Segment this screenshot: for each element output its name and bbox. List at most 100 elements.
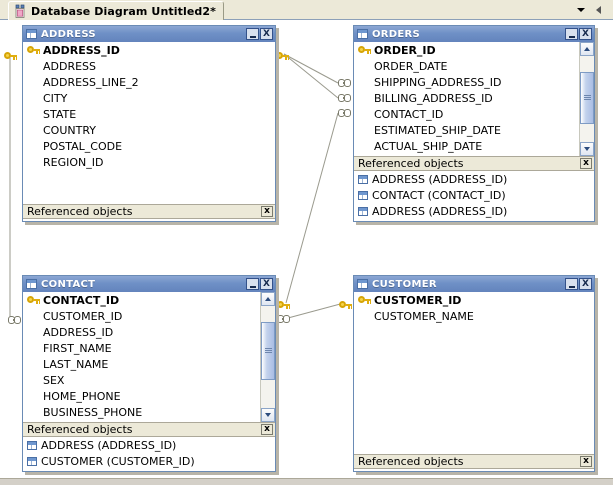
column-row[interactable]: SEX <box>23 372 275 388</box>
column-row[interactable]: POSTAL_CODE <box>23 138 275 154</box>
column-name: HOME_PHONE <box>43 389 121 403</box>
referenced-object-item[interactable]: ADDRESS (ADDRESS_ID) <box>23 437 275 453</box>
scroll-up-button-contact[interactable] <box>261 292 275 306</box>
referenced-object-label: ADDRESS (ADDRESS_ID) <box>372 172 508 186</box>
orders-fk-shipping-address-icon <box>338 79 351 87</box>
scroll-thumb-contact[interactable] <box>261 322 275 380</box>
scroll-down-button-contact[interactable] <box>261 408 275 422</box>
column-row[interactable]: CITY <box>23 90 275 106</box>
column-row[interactable]: ESTIMATED_SHIP_DATE <box>354 122 594 138</box>
tab-list-dropdown[interactable] <box>574 3 587 16</box>
referenced-object-item[interactable]: CONTACT (CONTACT_ID) <box>354 187 594 203</box>
tab-strip: Database Diagram Untitled2* <box>0 0 613 20</box>
column-row[interactable]: CONTACT_ID <box>354 106 594 122</box>
column-row[interactable]: CUSTOMER_ID <box>23 308 275 324</box>
table-grid-icon <box>26 279 37 289</box>
minimize-button-contact[interactable] <box>246 278 259 290</box>
primary-key-icon <box>358 45 371 55</box>
referenced-object-label: ADDRESS (ADDRESS_ID) <box>41 438 177 452</box>
orders-fk-billing-address-icon <box>338 94 351 102</box>
minimize-button-customer[interactable] <box>565 278 578 290</box>
column-row[interactable]: LAST_NAME <box>23 356 275 372</box>
column-row[interactable]: HOME_PHONE <box>23 388 275 404</box>
column-row[interactable]: BUSINESS_PHONE <box>23 404 275 420</box>
table-grid-icon <box>357 29 368 39</box>
referenced-object-item[interactable]: ADDRESS (ADDRESS_ID) <box>354 203 594 219</box>
primary-key-icon <box>358 295 371 305</box>
referenced-objects-close-button-address[interactable]: x <box>261 206 273 217</box>
column-row[interactable]: ADDRESS_ID <box>23 42 275 58</box>
scroll-thumb-orders[interactable] <box>580 72 594 124</box>
minimize-icon <box>568 36 575 38</box>
column-name: CUSTOMER_NAME <box>374 309 474 323</box>
vertical-scrollbar-contact[interactable] <box>260 292 275 422</box>
column-row[interactable]: ORDER_ID <box>354 42 594 58</box>
minimize-button-address[interactable] <box>246 28 259 40</box>
scroll-down-button-orders[interactable] <box>580 142 594 156</box>
column-key-slot <box>27 358 40 371</box>
left-caret-icon <box>596 5 601 14</box>
column-name: ESTIMATED_SHIP_DATE <box>374 123 501 137</box>
referenced-objects-label: Referenced objects <box>358 455 464 468</box>
column-key-slot <box>27 156 40 169</box>
close-button-contact[interactable]: X <box>260 278 273 290</box>
column-row[interactable]: COUNTRY <box>23 122 275 138</box>
column-row[interactable]: ADDRESS_ID <box>23 324 275 340</box>
column-name: BILLING_ADDRESS_ID <box>374 91 493 105</box>
column-row[interactable]: ADDRESS_LINE_2 <box>23 74 275 90</box>
tab-scroll-left[interactable] <box>592 3 605 16</box>
referenced-object-item[interactable]: CUSTOMER (CUSTOMER_ID) <box>23 453 275 469</box>
table-grid-icon <box>358 174 368 184</box>
minimize-icon <box>568 286 575 288</box>
referenced-objects-close-button-customer[interactable]: x <box>580 456 592 467</box>
column-row[interactable]: BILLING_ADDRESS_ID <box>354 90 594 106</box>
column-row[interactable]: REGION_ID <box>23 154 275 170</box>
column-row[interactable]: CUSTOMER_ID <box>354 292 594 308</box>
column-row[interactable]: ACTUAL_SHIP_DATE <box>354 138 594 154</box>
column-name: ACTUAL_SHIP_DATE <box>374 139 483 153</box>
minimize-button-orders[interactable] <box>565 28 578 40</box>
close-button-address[interactable]: X <box>260 28 273 40</box>
referenced-objects-list-orders: ADDRESS (ADDRESS_ID)CONTACT (CONTACT_ID)… <box>354 171 594 219</box>
column-row[interactable]: SHIPPING_ADDRESS_ID <box>354 74 594 90</box>
column-key-slot <box>358 76 371 89</box>
referenced-objects-close-button-contact[interactable]: x <box>261 424 273 435</box>
close-button-customer[interactable]: X <box>579 278 592 290</box>
referenced-objects-close-button-orders[interactable]: x <box>580 158 592 169</box>
tab-database-diagram[interactable]: Database Diagram Untitled2* <box>8 1 224 20</box>
primary-key-icon <box>27 45 40 55</box>
column-row[interactable]: CONTACT_ID <box>23 292 275 308</box>
column-name: SEX <box>43 373 65 387</box>
scroll-up-button-orders[interactable] <box>580 42 594 56</box>
column-row[interactable]: FIRST_NAME <box>23 340 275 356</box>
column-row[interactable]: ADDRESS <box>23 58 275 74</box>
vertical-scrollbar-orders[interactable] <box>579 42 594 156</box>
referenced-object-item[interactable]: ADDRESS (ADDRESS_ID) <box>354 171 594 187</box>
referenced-objects-label: Referenced objects <box>358 157 464 170</box>
close-button-orders[interactable]: X <box>579 28 592 40</box>
column-key-slot <box>27 108 40 121</box>
column-row[interactable]: STATE <box>23 106 275 122</box>
column-key-slot <box>358 92 371 105</box>
column-name: ORDER_DATE <box>374 59 448 73</box>
column-name: CONTACT_ID <box>374 107 444 121</box>
column-row[interactable]: ORDER_DATE <box>354 58 594 74</box>
referenced-objects-label: Referenced objects <box>27 423 133 436</box>
column-name: LAST_NAME <box>43 357 109 371</box>
column-name: ADDRESS_ID <box>43 325 114 339</box>
column-key-slot <box>358 60 371 73</box>
column-row[interactable]: CUSTOMER_NAME <box>354 308 594 324</box>
referenced-objects-list-contact: ADDRESS (ADDRESS_ID)CUSTOMER (CUSTOMER_I… <box>23 437 275 469</box>
column-key-slot <box>27 310 40 323</box>
